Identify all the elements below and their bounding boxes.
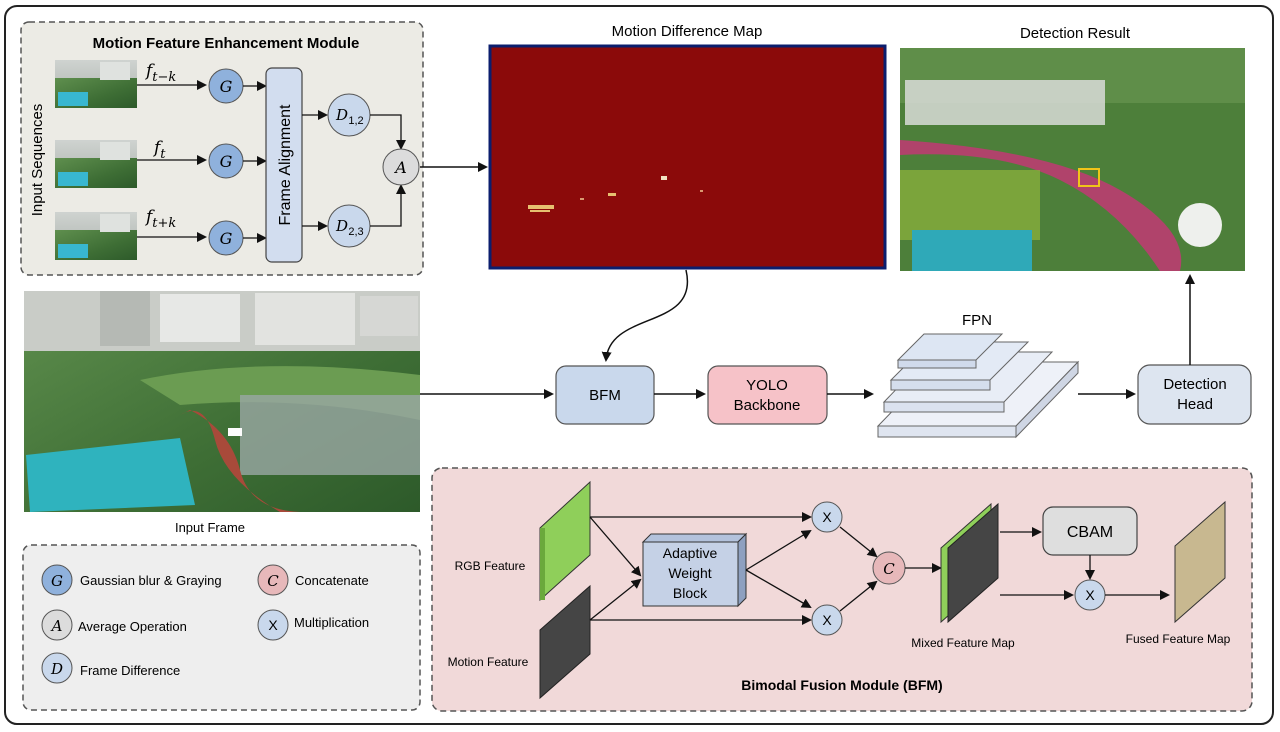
rgb-feature-label: RGB Feature — [455, 559, 526, 573]
frame-label-t: ft — [152, 138, 166, 162]
mixed-feature-map — [940, 502, 999, 624]
frame-alignment-block — [265, 67, 303, 263]
svg-text:Block: Block — [673, 585, 708, 601]
motion-feature-slab — [539, 584, 591, 700]
detection-bounding-box — [1078, 168, 1100, 187]
svg-text:2,3: 2,3 — [348, 226, 363, 238]
multiply-node-final: X — [1074, 579, 1106, 611]
svg-text:Frame Difference: Frame Difference — [80, 663, 180, 678]
legend-d: D Frame Difference — [41, 652, 180, 684]
svg-text:A: A — [393, 158, 407, 177]
svg-text:X: X — [268, 617, 278, 633]
bimodal-fusion-module: RGB Feature Motion Feature Adaptive Weig… — [431, 467, 1253, 712]
motion-difference-map — [488, 44, 887, 270]
mixed-feature-label: Mixed Feature Map — [911, 636, 1015, 650]
mfem-title: Motion Feature Enhancement Module — [93, 35, 360, 52]
multiply-node-bottom: X — [811, 604, 843, 636]
motion-feature-enhancement-module: Motion Feature Enhancement Module Input … — [20, 21, 424, 276]
detection-head-block: Detection Head — [1137, 364, 1252, 425]
cbam-block: CBAM — [1042, 506, 1138, 556]
svg-text:D: D — [335, 217, 348, 235]
svg-text:Concatenate: Concatenate — [295, 573, 369, 588]
arrow-map-to-bfm — [601, 269, 689, 362]
outer-frame — [4, 5, 1274, 725]
fused-feature-map — [1174, 500, 1226, 624]
svg-text:D: D — [50, 660, 63, 678]
svg-text:Weight: Weight — [668, 565, 711, 581]
legend-x: X Multiplication — [257, 609, 369, 641]
svg-text:Detection: Detection — [1163, 376, 1226, 393]
detection-result-title: Detection Result — [1020, 25, 1131, 42]
input-thumbnail-3 — [55, 212, 137, 260]
rgb-feature-slab — [539, 480, 591, 602]
svg-text:BFM: BFM — [589, 387, 621, 404]
input-thumbnail-1 — [55, 60, 137, 108]
svg-text:X: X — [822, 509, 832, 525]
svg-text:Head: Head — [1177, 396, 1213, 413]
frame-label-t-plus-k: ft+k — [144, 207, 176, 231]
legend-a: A Average Operation — [41, 609, 187, 641]
g-node-2: G — [208, 143, 244, 179]
a-node: A — [382, 148, 420, 186]
legend: G Gaussian blur & Graying C Concatenate … — [22, 544, 421, 711]
svg-text:Gaussian blur & Graying: Gaussian blur & Graying — [80, 573, 222, 588]
input-sequences-label: Input Sequences — [29, 104, 46, 217]
svg-text:G: G — [220, 229, 233, 248]
svg-text:CBAM: CBAM — [1067, 524, 1113, 541]
legend-g: G Gaussian blur & Graying — [41, 564, 222, 596]
adaptive-weight-block: Adaptive Weight Block — [641, 532, 748, 608]
svg-text:C: C — [267, 572, 279, 590]
fpn-label: FPN — [962, 312, 992, 329]
input-frame-image — [24, 291, 420, 512]
bfm-block: BFM — [555, 365, 655, 425]
input-thumbnail-2 — [55, 140, 137, 188]
svg-text:Average Operation: Average Operation — [78, 619, 187, 634]
detection-result-image — [900, 48, 1245, 271]
svg-text:A: A — [50, 617, 63, 635]
svg-text:Backbone: Backbone — [734, 397, 801, 414]
frame-label-t-minus-k: ft−k — [144, 61, 176, 85]
svg-text:D: D — [335, 106, 348, 124]
svg-text:G: G — [220, 77, 233, 96]
yolo-backbone-block: YOLO Backbone — [707, 365, 828, 425]
svg-text:YOLO: YOLO — [746, 377, 788, 394]
legend-c: C Concatenate — [257, 564, 369, 596]
svg-text:1,2: 1,2 — [348, 115, 363, 127]
motion-map-title: Motion Difference Map — [612, 23, 763, 40]
motion-feature-label: Motion Feature — [448, 655, 529, 669]
frame-alignment-label: Frame Alignment — [277, 104, 294, 225]
svg-text:Multiplication: Multiplication — [294, 615, 369, 630]
fpn-stack — [876, 333, 1080, 439]
concatenate-node: C — [872, 551, 906, 585]
svg-text:C: C — [883, 560, 895, 578]
g-node-3: G — [208, 220, 244, 256]
svg-text:X: X — [822, 612, 832, 628]
svg-text:G: G — [51, 572, 63, 590]
bfm-module-title: Bimodal Fusion Module (BFM) — [741, 677, 942, 693]
svg-text:G: G — [220, 152, 233, 171]
svg-text:Adaptive: Adaptive — [663, 545, 718, 561]
svg-text:X: X — [1085, 587, 1095, 603]
fused-feature-label: Fused Feature Map — [1126, 632, 1231, 646]
g-node-1: G — [208, 68, 244, 104]
input-frame-caption: Input Frame — [175, 520, 245, 535]
multiply-node-top: X — [811, 501, 843, 533]
